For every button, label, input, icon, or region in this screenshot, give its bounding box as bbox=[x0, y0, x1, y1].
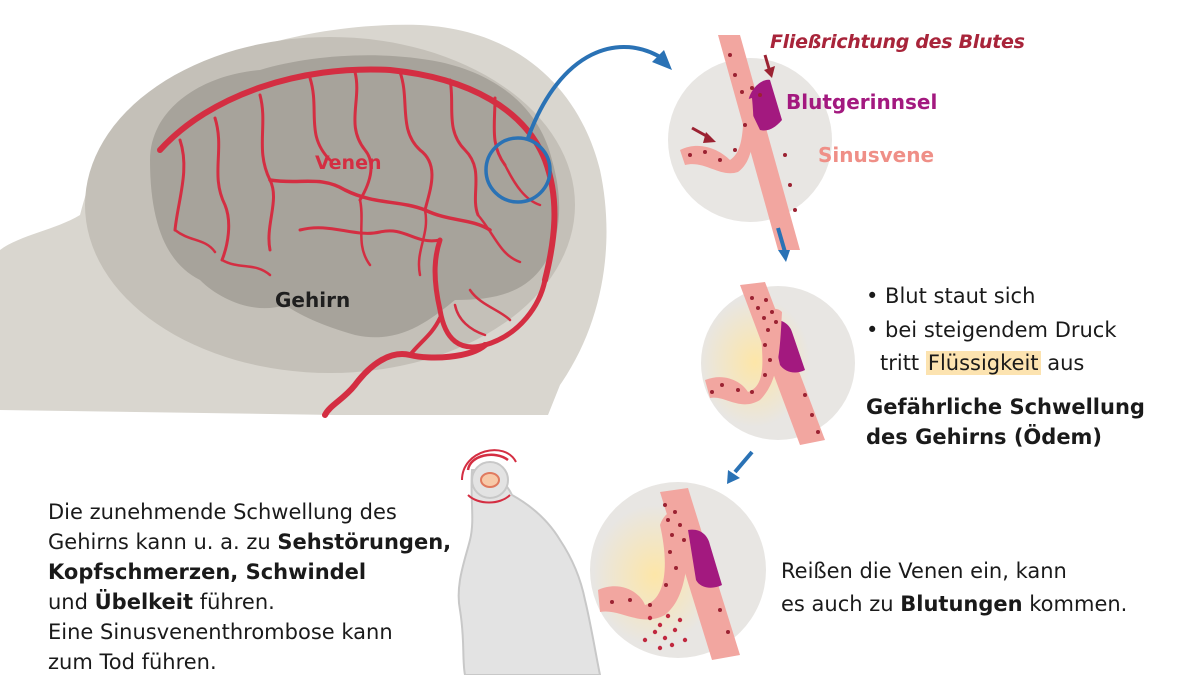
symptoms-line5: Eine Sinusvenenthrombose kann bbox=[48, 620, 393, 644]
blood-clot bbox=[748, 79, 782, 131]
sinus-vein-label: Sinusvene bbox=[818, 143, 935, 167]
symptoms-line1: Die zunehmende Schwellung des bbox=[48, 500, 397, 524]
down-arrow-icon bbox=[776, 227, 787, 253]
down-arrow-icon-2 bbox=[733, 450, 754, 474]
bullet-pressure: • bei steigendem Druck bbox=[866, 318, 1117, 342]
person-headache-icon bbox=[457, 449, 602, 675]
swollen-vein bbox=[705, 308, 782, 405]
symptoms-line2-pre: Gehirns kann u. a. zu bbox=[48, 530, 278, 554]
ruptured-vein bbox=[598, 508, 689, 620]
bleeding-term: Blutungen bbox=[900, 592, 1023, 616]
inflow-vein bbox=[680, 98, 754, 174]
stage-2-edema-circle bbox=[700, 282, 855, 445]
symptom-nausea: Übelkeit bbox=[94, 590, 194, 614]
symptoms-line4-post: führen. bbox=[193, 590, 275, 614]
rupture-line2-post: kommen. bbox=[1022, 592, 1128, 616]
symptoms-line4-pre: und bbox=[48, 590, 95, 614]
symptoms-line4: und Übelkeit führen. bbox=[48, 587, 451, 617]
flow-direction-label: Fließrichtung des Blutes bbox=[770, 31, 1025, 53]
symptoms-line2: Gehirns kann u. a. zu Sehstörungen, bbox=[48, 527, 451, 557]
edema-heading-line2: des Gehirns (Ödem) bbox=[866, 425, 1103, 449]
bullet-fluid: tritt Flüssigkeit aus bbox=[880, 351, 1084, 375]
bullet-blood-stasis: • Blut staut sich bbox=[866, 284, 1036, 308]
rupture-line2: es auch zu Blutungen kommen. bbox=[781, 588, 1127, 621]
zoom-circle bbox=[484, 136, 552, 204]
sinus-vein bbox=[718, 35, 800, 250]
bullet-fluid-pre: tritt bbox=[880, 351, 926, 375]
veins-network bbox=[157, 66, 558, 418]
bleeding-dots bbox=[642, 613, 688, 651]
brain-label: Gehirn bbox=[275, 288, 351, 312]
edema-heading-line1: Gefährliche Schwellung bbox=[866, 395, 1145, 419]
rupture-line1: Reißen die Venen ein, kann bbox=[781, 559, 1067, 583]
edema-heading: Gefährliche Schwellung des Gehirns (Ödem) bbox=[866, 392, 1145, 452]
fluid-highlight: Flüssigkeit bbox=[925, 351, 1041, 375]
symptoms-line6: zum Tod führen. bbox=[48, 650, 217, 674]
rupture-line2-pre: es auch zu bbox=[781, 592, 901, 616]
clot-label: Blutgerinnsel bbox=[786, 90, 938, 114]
veins-label: Venen bbox=[315, 152, 382, 174]
bullet-fluid-post: aus bbox=[1040, 351, 1085, 375]
symptom-headache: Kopfschmerzen, Schwindel bbox=[48, 560, 367, 584]
symptom-vision: Sehstörungen, bbox=[277, 530, 452, 554]
zoom-arrow-head bbox=[652, 50, 672, 70]
zoom-arrow-icon bbox=[526, 45, 667, 139]
stage-1-clot-circle bbox=[668, 35, 832, 250]
blood-clot-3 bbox=[688, 529, 722, 588]
stage-3-bleeding-circle bbox=[590, 482, 766, 660]
symptoms-line3: Kopfschmerzen, Schwindel bbox=[48, 557, 451, 587]
rupture-text: Reißen die Venen ein, kann es auch zu Blu… bbox=[781, 555, 1127, 621]
symptoms-text: Die zunehmende Schwellung des Gehirns ka… bbox=[48, 497, 451, 677]
